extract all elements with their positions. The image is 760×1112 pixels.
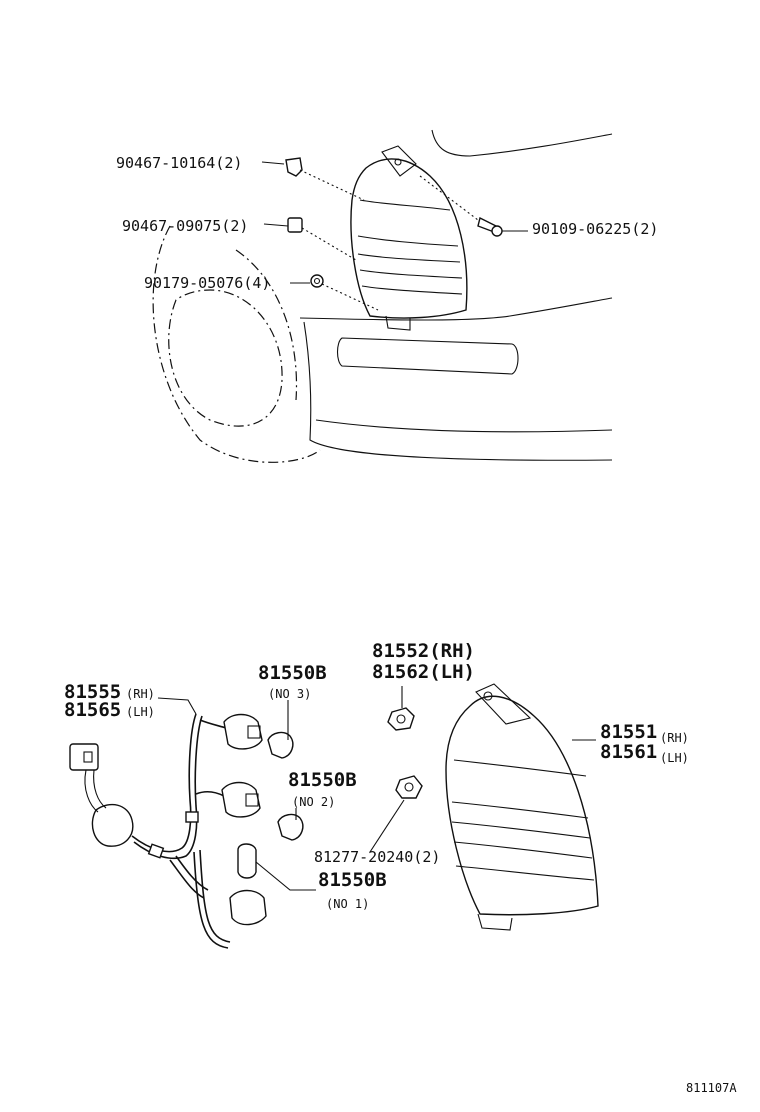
label-bulb-no1-number: (NO 1) xyxy=(326,897,369,911)
socket-no3-icon xyxy=(223,713,263,750)
label-bulb-no3-number: (NO 3) xyxy=(268,687,311,701)
label-screw: 90109-06225(2) xyxy=(532,220,658,238)
bulb-no1-icon xyxy=(237,843,257,879)
label-gasket-lh: 81562(LH) xyxy=(372,661,475,683)
grommet-icon xyxy=(395,775,423,799)
clip-a-icon xyxy=(285,157,303,177)
bulb-no2-icon xyxy=(277,813,304,841)
tail-lamp-assembly-installed xyxy=(350,145,468,331)
label-nut: 90179-05076(4) xyxy=(144,274,270,292)
label-bulb-no1-part: 81550B xyxy=(318,869,387,891)
label-bulb-no3-part: 81550B xyxy=(258,662,327,684)
label-clip-b: 90467-09075(2) xyxy=(122,217,248,235)
screw-icon xyxy=(477,216,503,237)
label-socket-rh-part: 81555 xyxy=(64,681,121,703)
label-socket-lh-part: 81565 xyxy=(64,699,121,721)
nut-icon xyxy=(310,274,324,288)
label-socket-lh-side: (LH) xyxy=(126,705,155,719)
figure-id: 811107A xyxy=(686,1081,737,1095)
label-grommet: 81277-20240(2) xyxy=(314,848,440,866)
socket-no1-icon xyxy=(229,889,267,926)
label-lamp-lh-side: (LH) xyxy=(660,751,689,765)
vehicle-body-outline xyxy=(152,129,613,463)
label-lamp-lh-part: 81561 xyxy=(600,741,657,763)
label-socket-rh-side: (RH) xyxy=(126,687,155,701)
bulb-no3-icon xyxy=(267,731,294,759)
label-bulb-no2-part: 81550B xyxy=(288,769,357,791)
label-bulb-no2-number: (NO 2) xyxy=(292,795,335,809)
clip-b-icon xyxy=(287,217,303,233)
label-lamp-rh-side: (RH) xyxy=(660,731,689,745)
tail-lamp-assembly xyxy=(445,683,599,931)
socket-no2-icon xyxy=(221,781,261,818)
gasket-icon xyxy=(387,707,415,731)
label-gasket-rh: 81552(RH) xyxy=(372,640,475,662)
label-lamp-rh-part: 81551 xyxy=(600,721,657,743)
socket-and-wire-assembly xyxy=(69,713,231,949)
label-clip-a: 90467-10164(2) xyxy=(116,154,242,172)
